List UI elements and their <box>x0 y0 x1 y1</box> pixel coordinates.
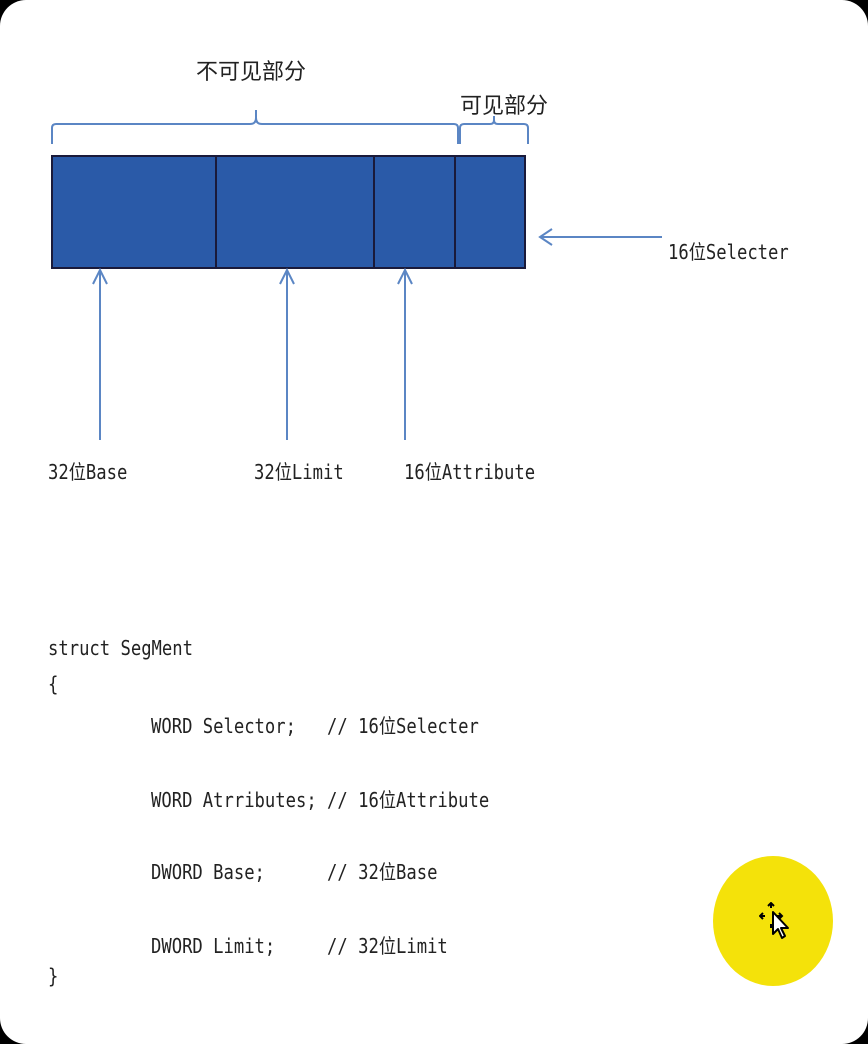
limit-field-segment <box>215 155 375 269</box>
code-line-attributes: WORD Atrributes; // 16位Attribute <box>151 788 490 812</box>
visible-part-brace <box>459 116 529 144</box>
code-line-limit: DWORD Limit; // 32位Limit <box>151 934 448 958</box>
limit-label: 32位Limit <box>254 460 344 484</box>
code-line-base: DWORD Base; // 32位Base <box>151 860 438 884</box>
code-line-selector: WORD Selector; // 16位Selecter <box>151 714 479 738</box>
attribute-field-segment <box>373 155 456 269</box>
cursor-highlight <box>713 856 833 986</box>
attribute-arrow-head <box>397 267 413 285</box>
move-cursor-icon <box>759 902 789 939</box>
code-line-open-brace: { <box>48 672 59 696</box>
base-arrow-head <box>92 267 108 285</box>
code-line-close-brace: } <box>48 964 59 988</box>
code-line-struct-header: struct SegMent <box>48 636 193 660</box>
invisible-part-label: 不可见部分 <box>196 60 307 85</box>
base-label: 32位Base <box>48 460 128 484</box>
selector-arrow-head <box>538 228 553 246</box>
segment-register-diagram <box>51 110 662 440</box>
selector-label: 16位Selecter <box>668 240 789 264</box>
invisible-part-brace <box>51 110 459 144</box>
limit-arrow-head <box>279 267 295 285</box>
visible-part-label: 可见部分 <box>460 94 549 119</box>
selector-field-segment <box>454 155 526 269</box>
attribute-label: 16位Attribute <box>404 460 536 484</box>
base-field-segment <box>51 155 217 269</box>
